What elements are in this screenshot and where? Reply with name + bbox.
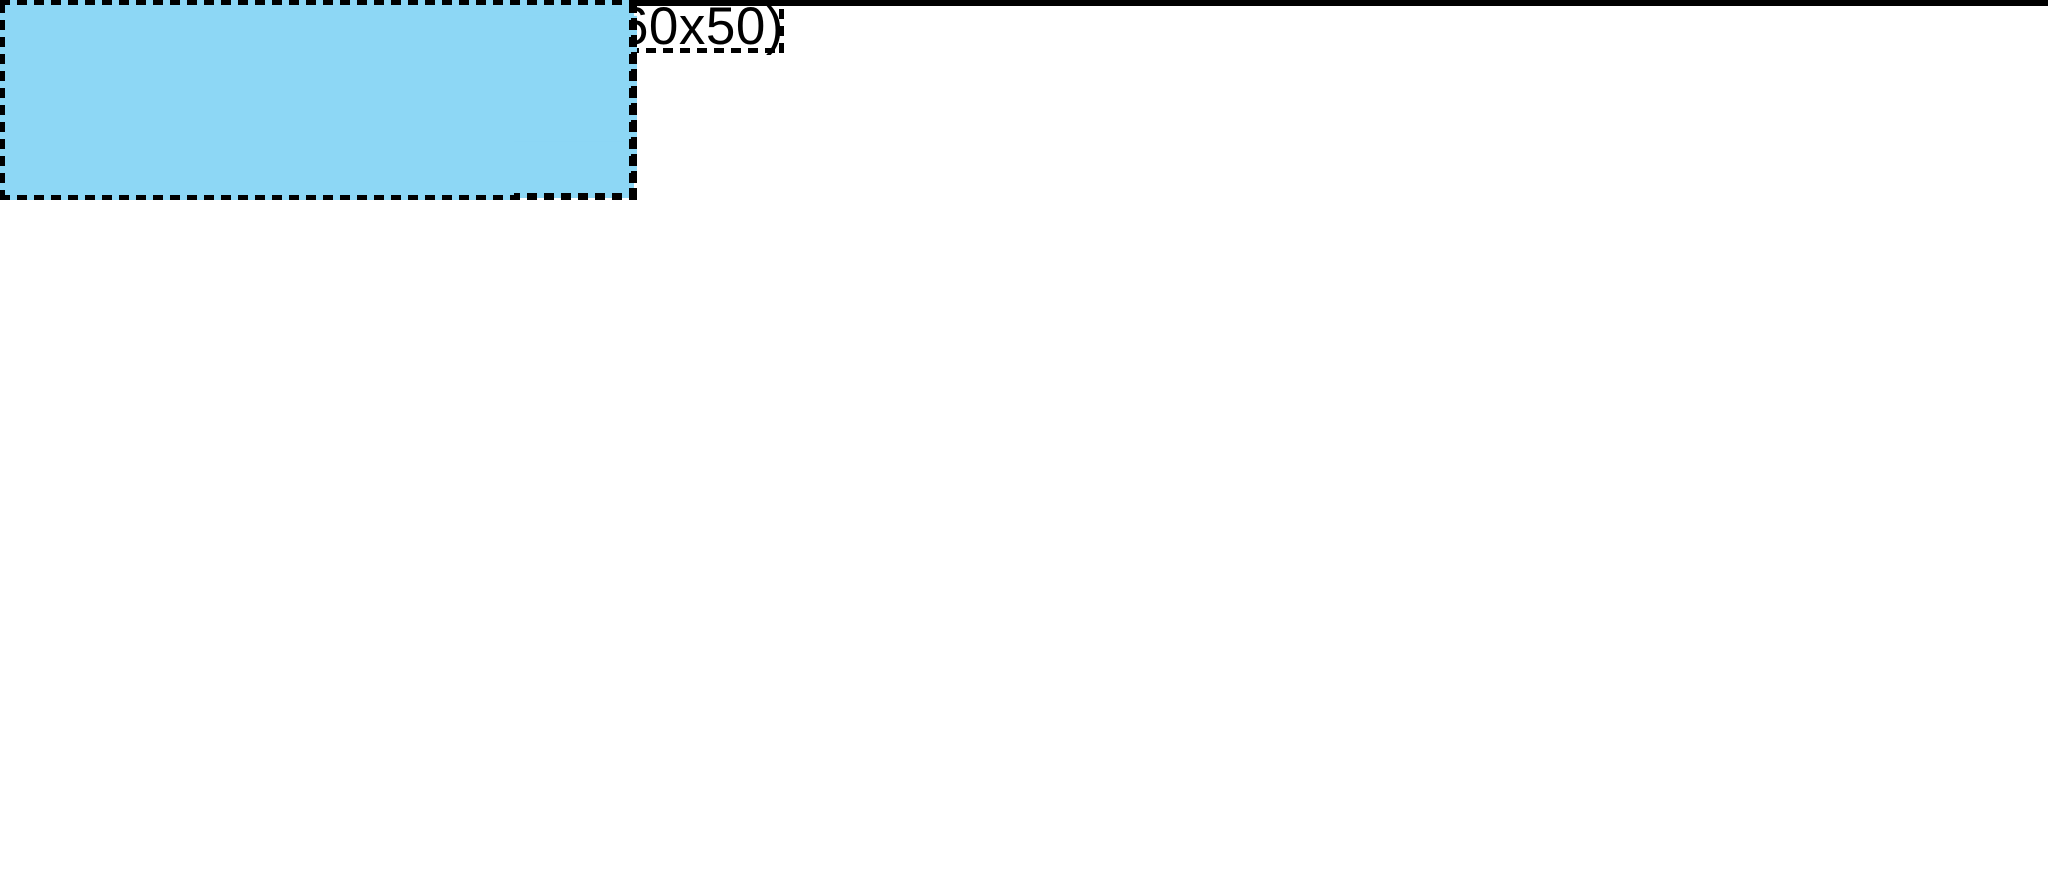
image-asset-fill [0, 0, 201, 200]
divider-line [0, 0, 2048, 6]
example-narrower-ratio-3 [0, 0, 636, 200]
